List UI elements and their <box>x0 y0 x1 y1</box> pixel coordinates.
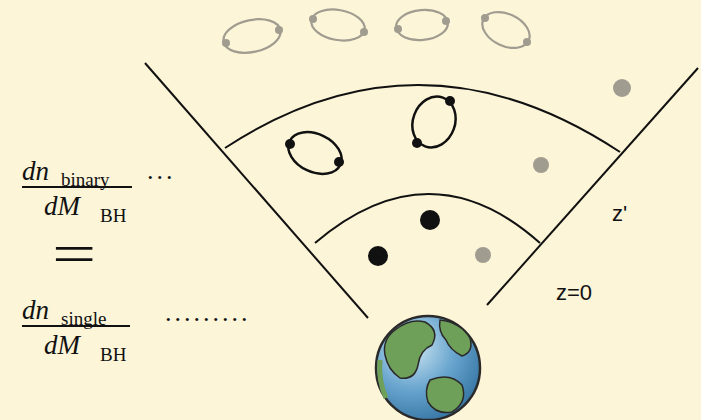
math-subscript: single <box>61 309 106 328</box>
distant-binaries <box>220 5 535 58</box>
redshift-shell <box>315 194 540 243</box>
redshift-label: z=0 <box>556 282 592 304</box>
math-symbol: dM <box>44 332 80 359</box>
cone-edge <box>145 63 368 318</box>
single-black-holes <box>368 79 631 266</box>
math-symbol: dn <box>22 158 49 185</box>
math-symbol: dM <box>44 193 80 220</box>
math-subscript: BH <box>100 206 126 225</box>
cone-edge <box>487 68 698 305</box>
ellipsis: ......... <box>165 300 251 326</box>
binary-dots <box>285 96 455 167</box>
distant-binary-dots <box>222 14 531 47</box>
math-subscript: binary <box>61 170 110 189</box>
binaries <box>282 90 463 182</box>
redshift-shell <box>225 85 620 152</box>
ellipsis: ... <box>147 158 176 184</box>
earth <box>376 316 480 420</box>
math-symbol: dn <box>22 297 49 324</box>
equals-sign: = <box>52 226 96 282</box>
redshift-label: z' <box>612 203 627 225</box>
math-subscript: BH <box>100 345 126 364</box>
